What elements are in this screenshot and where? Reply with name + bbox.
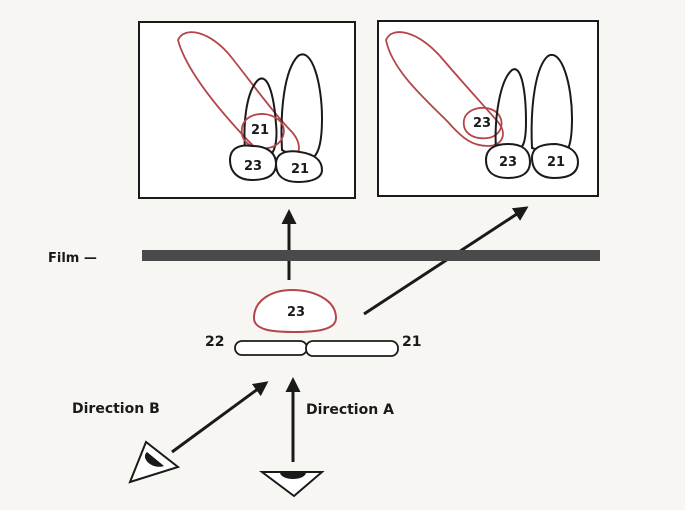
tooth-21-object <box>305 340 399 357</box>
tooth-label-23-crown-left: 23 <box>244 159 262 174</box>
canine-crown-overlap-left <box>240 113 285 150</box>
panel-direction-a: 21 23 21 <box>138 21 356 199</box>
canine-outline-right <box>385 31 504 147</box>
tooth-22-object <box>234 340 308 356</box>
incisor-22-left <box>243 77 278 162</box>
film-strip <box>142 250 600 261</box>
crown-21-right <box>530 142 580 180</box>
tooth-label-21-crown-right: 21 <box>547 155 565 170</box>
object-label-21: 21 <box>402 334 421 350</box>
direction-a-label: Direction A <box>306 402 394 418</box>
eye-icon <box>128 440 181 484</box>
eye-icon <box>259 471 325 498</box>
direction-b-arrow <box>171 381 269 454</box>
panel-direction-b: 23 23 21 <box>377 20 599 197</box>
tooth-label-21-crown-left: 21 <box>291 162 309 177</box>
crown-23-right <box>484 142 532 180</box>
incisor-22-right <box>494 68 528 154</box>
canine-crown-ring-right <box>462 106 503 140</box>
tooth-label-21-overlap: 21 <box>251 123 269 138</box>
canine-23-object <box>252 288 338 334</box>
crown-21-left <box>274 150 324 184</box>
incisor-21-left <box>280 53 324 164</box>
film-label: Film — <box>48 251 97 266</box>
object-label-23: 23 <box>287 305 305 320</box>
tooth-label-23-ring: 23 <box>473 116 491 131</box>
object-label-22: 22 <box>205 334 224 350</box>
tooth-label-23-crown-right: 23 <box>499 155 517 170</box>
direction-b-label: Direction B <box>72 401 160 417</box>
